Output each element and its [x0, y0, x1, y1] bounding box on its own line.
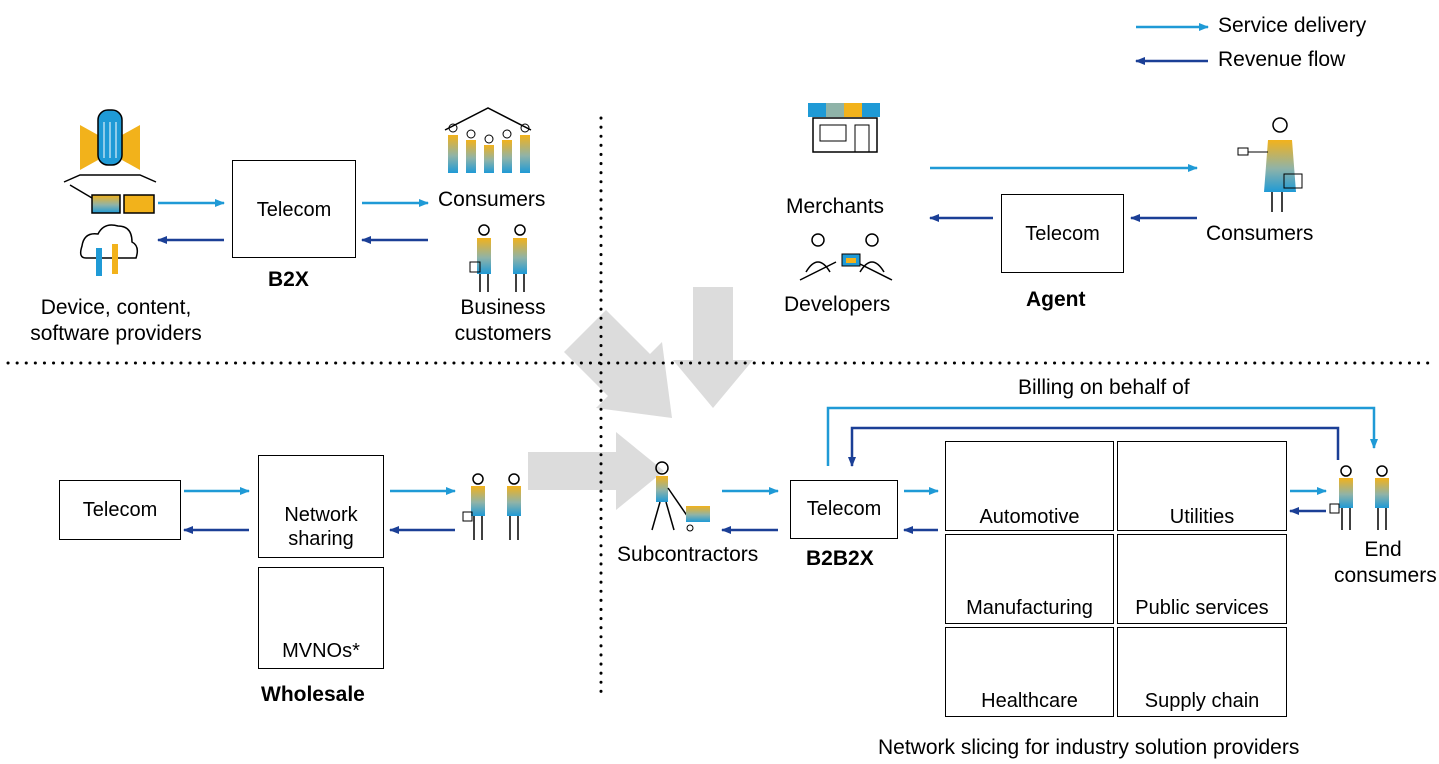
b2b2x-telecom-label: Telecom: [806, 498, 882, 520]
wholesale-telecom-box: Telecom: [59, 480, 181, 540]
grey-arrows: [528, 287, 753, 510]
mvno-label: MVNOs*: [282, 640, 360, 662]
b2x-telecom-box: Telecom: [232, 160, 356, 258]
wholesale-people-icon: [462, 473, 521, 540]
agent-title: Agent: [1026, 288, 1086, 311]
industry-label: Utilities: [1169, 506, 1235, 528]
industry-public-services: Public services: [1117, 534, 1287, 624]
b2x-business-label-2: customers: [454, 322, 552, 345]
consumer-woman-icon: [1237, 117, 1303, 212]
network-sharing-label-1: Network: [284, 504, 358, 526]
network-slicing-caption: Network slicing for industry solution pr…: [878, 736, 1300, 759]
agent-developers-label: Developers: [784, 293, 891, 316]
family-house-icon: [444, 107, 532, 173]
wholesale-telecom-label: Telecom: [82, 499, 158, 521]
legend-revenue-label: Revenue flow: [1218, 48, 1346, 71]
smart-speaker-icon: [80, 109, 140, 170]
industry-healthcare: Healthcare: [945, 627, 1114, 717]
b2x-providers-label-1: Device, content,: [40, 296, 192, 319]
developers-icon: [799, 233, 893, 281]
legend-service-label: Service delivery: [1218, 14, 1367, 37]
vr-glasses-icon: [63, 174, 157, 214]
agent-merchants-label: Merchants: [786, 195, 885, 218]
industry-label: Supply chain: [1144, 690, 1260, 712]
agent-consumers-label: Consumers: [1206, 222, 1314, 245]
grey-arrow-down: [673, 287, 753, 408]
business-people-icon: [469, 224, 527, 292]
network-sharing-label-2: sharing: [288, 528, 354, 550]
industry-label: Manufacturing: [966, 597, 1093, 619]
network-sharing-box: Network sharing: [258, 455, 384, 558]
b2x-providers-label-2: software providers: [30, 322, 202, 345]
billing-arrow-inner: [848, 426, 1340, 467]
end-consumers-label-1: End: [1364, 538, 1402, 561]
b2b2x-telecom-box: Telecom: [790, 480, 898, 539]
b2x-consumers-label: Consumers: [438, 188, 546, 211]
agent-telecom-label: Telecom: [1025, 223, 1100, 245]
b2b2x-title: B2B2X: [806, 547, 874, 570]
shop-icon: [808, 103, 880, 153]
agent-telecom-box: Telecom: [1001, 194, 1124, 273]
industry-automotive: Automotive: [945, 441, 1114, 531]
b2x-business-label-1: Business: [460, 296, 546, 319]
b2x-title: B2X: [268, 268, 309, 291]
subcontractor-icon: [651, 461, 710, 532]
industry-label: Public services: [1135, 597, 1269, 619]
end-consumers-label-2: consumers: [1334, 564, 1437, 587]
end-consumers-icon: [1329, 465, 1389, 530]
wholesale-title: Wholesale: [261, 683, 365, 706]
industry-supply-chain: Supply chain: [1117, 627, 1287, 717]
industry-utilities: Utilities: [1117, 441, 1287, 531]
grey-arrow-right: [528, 432, 664, 510]
industry-manufacturing: Manufacturing: [945, 534, 1114, 624]
billing-label: Billing on behalf of: [1018, 376, 1190, 399]
industry-label: Automotive: [979, 506, 1080, 528]
subcontractors-label: Subcontractors: [617, 543, 759, 566]
billing-arrow-outer: [826, 406, 1378, 466]
industry-label: Healthcare: [981, 690, 1078, 712]
mvno-box: MVNOs*: [258, 567, 384, 669]
b2x-telecom-label: Telecom: [256, 199, 332, 221]
cloud-icon: [79, 224, 139, 276]
